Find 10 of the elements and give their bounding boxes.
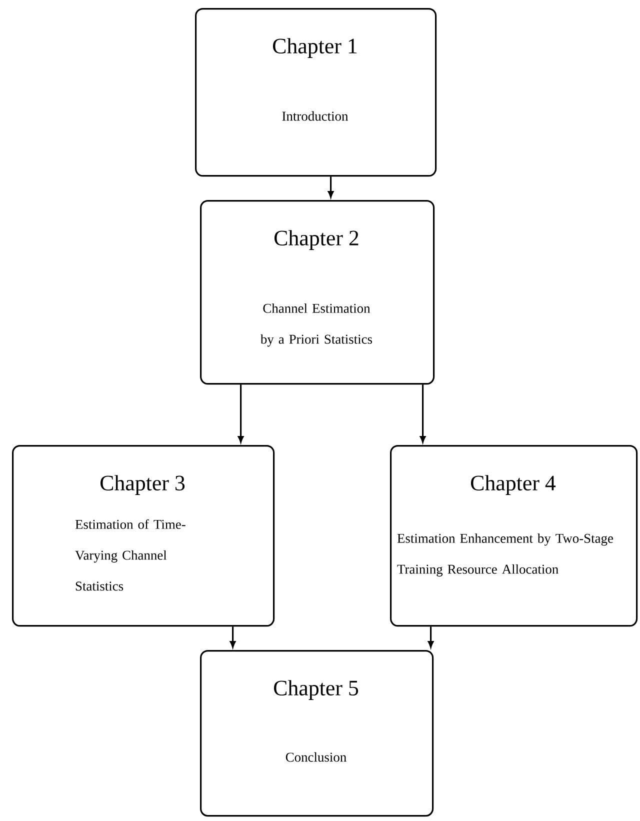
arrow: [428, 626, 434, 648]
arrow: [420, 384, 426, 443]
arrow: [230, 626, 236, 648]
chapter-box: Chapter 5 Conclusion: [200, 650, 434, 817]
chapter-box: Chapter 3 Estimation of Time-Varying Channel Statistics: [12, 445, 275, 627]
chapter-box: Chapter 2 Channel Estimation by a Priori Statistics: [200, 200, 435, 385]
arrow: [328, 176, 334, 198]
chapter-box: Chapter 1 Introduction: [195, 8, 437, 177]
chapter-box: Chapter 4 Estimation Enhancement by Two-Stage Training Resource Allocation: [390, 445, 638, 627]
arrow: [238, 384, 244, 443]
